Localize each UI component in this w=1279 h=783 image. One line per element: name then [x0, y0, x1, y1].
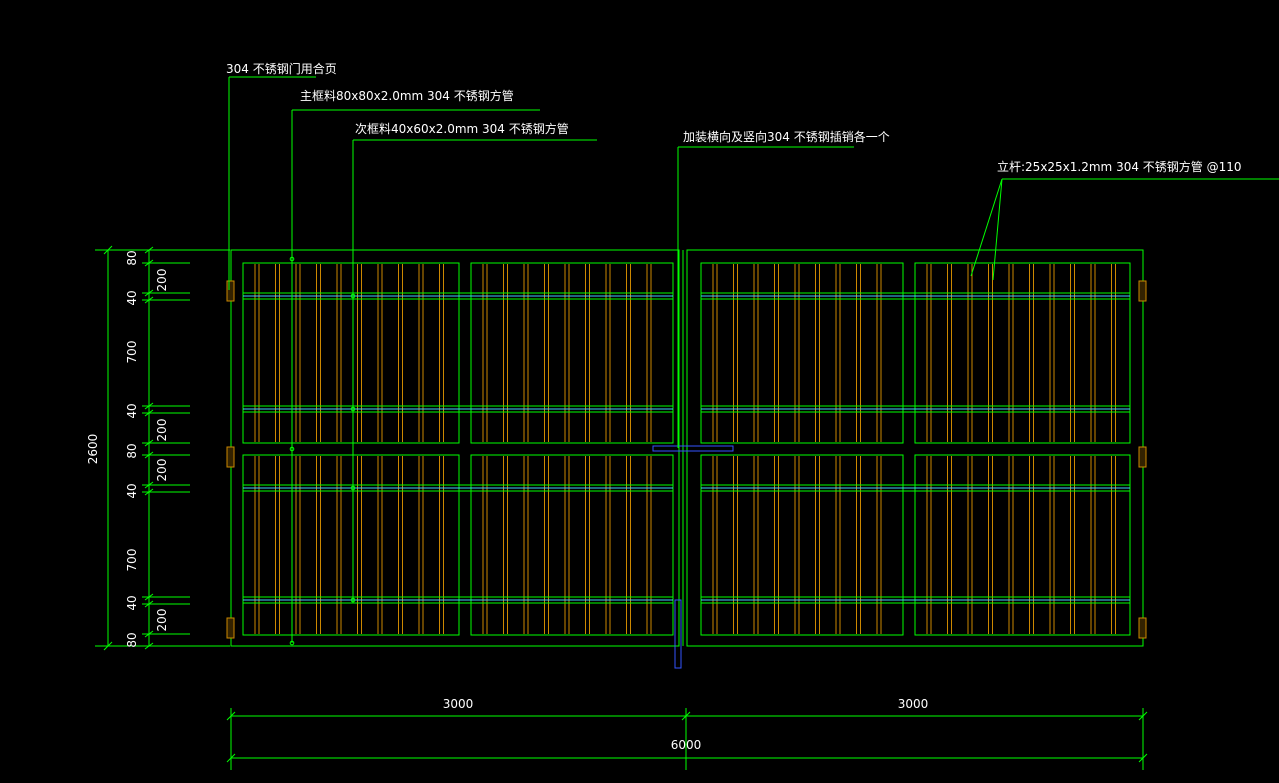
dim-lower-mid-200: 200: [155, 459, 169, 482]
dim-upper-mid-200: 200: [155, 419, 169, 442]
infill-panel-1-1: [470, 454, 674, 636]
segment-tick-10: [144, 593, 154, 601]
bolt-annotation: 加装横向及竖向304 不锈钢插销各一个: [683, 129, 890, 144]
horizontal-bolt: [652, 445, 734, 452]
infill-panel-0-1: [470, 262, 674, 444]
leader-dot-5: [350, 485, 356, 491]
infill-panel-1-3: [914, 454, 1131, 636]
infill-panel-0-0: [242, 262, 460, 444]
post-leader-a: [970, 178, 1003, 277]
dimension-lines: [95, 245, 1148, 770]
leader-dot-2: [289, 640, 295, 646]
segment-tick-8: [144, 481, 154, 489]
post-leader-b: [992, 178, 1003, 281]
hinge-annotation: 304 不锈钢门用合页: [226, 61, 337, 76]
leader-dot-0: [289, 256, 295, 262]
segment-tick-9: [144, 488, 154, 496]
segment-tick-0: [144, 246, 154, 254]
leader-dot-3: [350, 293, 356, 299]
post-annotation: 立杆:25x25x1.2mm 304 不锈钢方管 @110: [997, 159, 1242, 174]
right-leaf-width-label: 3000: [898, 697, 929, 711]
sub-frame-annotation: 次框料40x60x2.0mm 304 不锈钢方管: [355, 121, 569, 136]
infill-panel-1-2: [700, 454, 904, 636]
main-frame-annotation: 主框料80x80x2.0mm 304 不锈钢方管: [300, 88, 514, 103]
hinge-right-1: [1138, 446, 1147, 468]
width-tick-2: [1138, 711, 1148, 721]
dim-top-700: 700: [125, 341, 139, 364]
left-leaf-width-label: 3000: [443, 697, 474, 711]
segment-tick-13: [144, 642, 154, 650]
leader-dot-6: [350, 597, 356, 603]
dim-top-40: 40: [125, 290, 139, 305]
dim-upper-mid-40: 40: [125, 403, 139, 418]
dim-center-80: 80: [125, 443, 139, 458]
dim-lower-mid-40: 40: [125, 483, 139, 498]
dim-bottom-80: 80: [125, 632, 139, 647]
segment-tick-4: [144, 402, 154, 410]
segment-tick-5: [144, 409, 154, 417]
hinge-right-2: [1138, 617, 1147, 639]
segment-tick-11: [144, 600, 154, 608]
leader-lines: [228, 76, 1279, 646]
vertical-bolt: [674, 599, 682, 669]
dim-bottom-40: 40: [125, 595, 139, 610]
width-tick-0: [226, 711, 236, 721]
gate-elevation: [226, 249, 1147, 669]
infill-panel-0-3: [914, 262, 1131, 444]
dim-top-80: 80: [125, 250, 139, 265]
segment-tick-6: [144, 439, 154, 447]
width-tick-1: [681, 711, 691, 721]
segment-tick-3: [144, 296, 154, 304]
leader-dot-4: [350, 406, 356, 412]
infill-panel-0-2: [700, 262, 904, 444]
segment-tick-1: [144, 259, 154, 267]
height-tick-top: [103, 245, 113, 255]
hinge-right-0: [1138, 280, 1147, 302]
hinge-left-1: [226, 446, 235, 468]
total-height-label: 2600: [86, 434, 100, 465]
left-leaf-frame: [230, 249, 680, 647]
segment-tick-2: [144, 289, 154, 297]
dim-top-200: 200: [155, 269, 169, 292]
segment-tick-7: [144, 451, 154, 459]
hinge-left-2: [226, 617, 235, 639]
total-width-label: 6000: [671, 738, 702, 752]
infill-panel-1-0: [242, 454, 460, 636]
dim-bottom-200: 200: [155, 609, 169, 632]
height-tick-bottom: [103, 641, 113, 651]
total-width-tick-1: [1138, 753, 1148, 763]
leader-dot-1: [289, 446, 295, 452]
hinge-left-0: [226, 280, 235, 302]
segment-tick-12: [144, 630, 154, 638]
total-width-tick-0: [226, 753, 236, 763]
dim-bottom-700: 700: [125, 549, 139, 572]
